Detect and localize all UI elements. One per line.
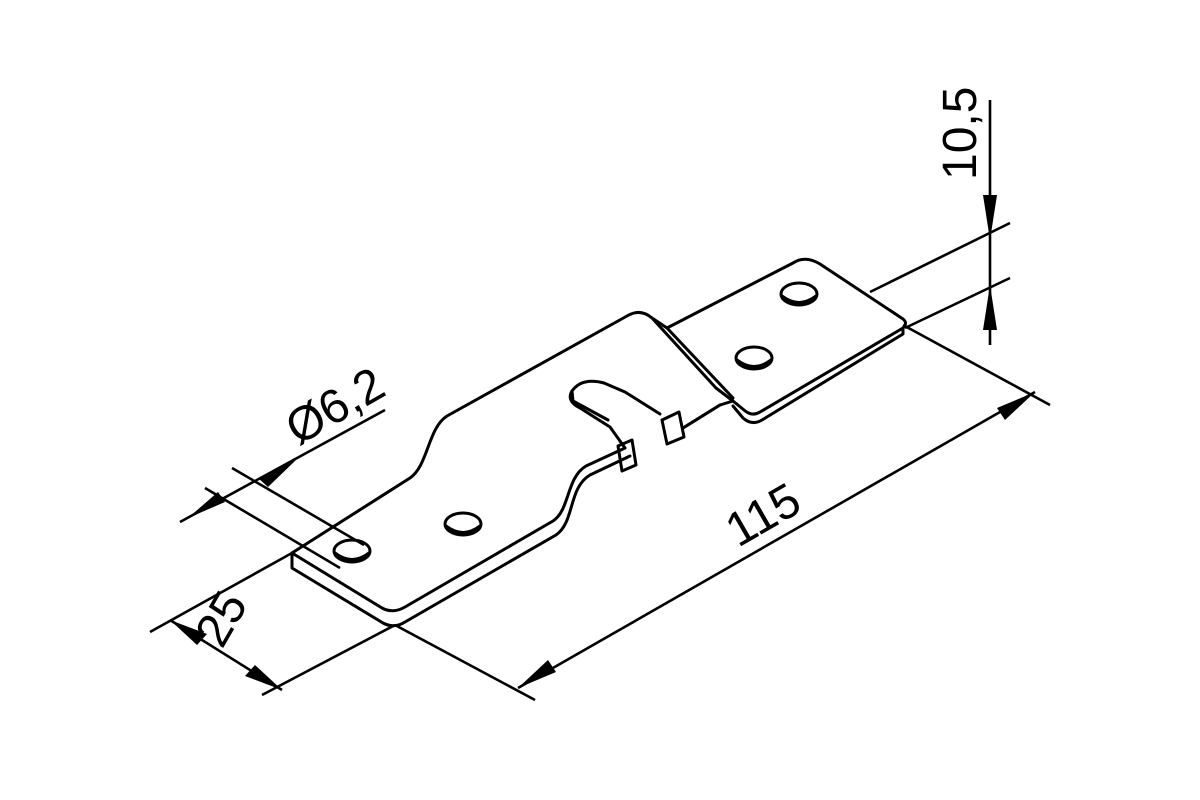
label-hole-diameter: Ø6,2 xyxy=(277,358,394,456)
arrow-length-a xyxy=(518,660,556,688)
arrow-diameter-a xyxy=(188,492,225,518)
slot-inner xyxy=(570,389,610,422)
arrow-height-b xyxy=(983,285,997,330)
bracket-outline xyxy=(290,257,907,555)
ext-line-height-a xyxy=(904,276,1011,330)
holes xyxy=(332,281,819,564)
arrow-height-a xyxy=(983,195,997,240)
arrow-diameter-b xyxy=(258,460,296,487)
hole-2-depth xyxy=(444,524,482,534)
arrow-width-a xyxy=(170,620,207,645)
hole-3 xyxy=(734,345,774,371)
ext-line-length-a xyxy=(394,623,536,702)
break-tab-left xyxy=(616,438,638,473)
ext-line-length-b xyxy=(902,323,1051,407)
ext-line-width-b xyxy=(261,623,396,697)
slot-cutout xyxy=(568,379,662,450)
ext-line-width-a xyxy=(149,551,293,634)
lower-plate-edge xyxy=(290,454,632,628)
hole-2 xyxy=(443,511,483,537)
ext-line-diameter-b xyxy=(231,466,365,547)
dimension-hole-diameter: Ø6,2 xyxy=(179,358,394,570)
lower-plate-top-edge xyxy=(290,446,627,613)
label-width: 25 xyxy=(186,583,259,656)
arrow-length-b xyxy=(997,392,1035,420)
upper-plate-edge xyxy=(731,326,905,425)
dimension-length: 115 xyxy=(394,323,1051,702)
label-height-offset: 10,5 xyxy=(934,87,987,180)
label-length: 115 xyxy=(717,473,810,557)
bend-line-inner xyxy=(665,326,735,400)
hole-1 xyxy=(332,538,372,564)
hole-4 xyxy=(779,281,819,307)
hole-3-depth xyxy=(735,358,773,368)
dim-line-length xyxy=(517,390,1036,690)
ext-line-diameter-a xyxy=(204,486,341,570)
dimension-width: 25 xyxy=(149,551,396,697)
arrow-width-b xyxy=(245,665,282,690)
hole-1-depth xyxy=(333,551,371,561)
bracket-part xyxy=(290,257,907,628)
break-tab-right xyxy=(660,410,686,446)
hole-4-depth xyxy=(780,294,818,304)
bend-line-upper xyxy=(650,316,735,403)
ext-line-height-b xyxy=(869,221,1011,294)
dimension-height-offset: 10,5 xyxy=(869,87,1011,345)
tab-link xyxy=(681,403,722,430)
